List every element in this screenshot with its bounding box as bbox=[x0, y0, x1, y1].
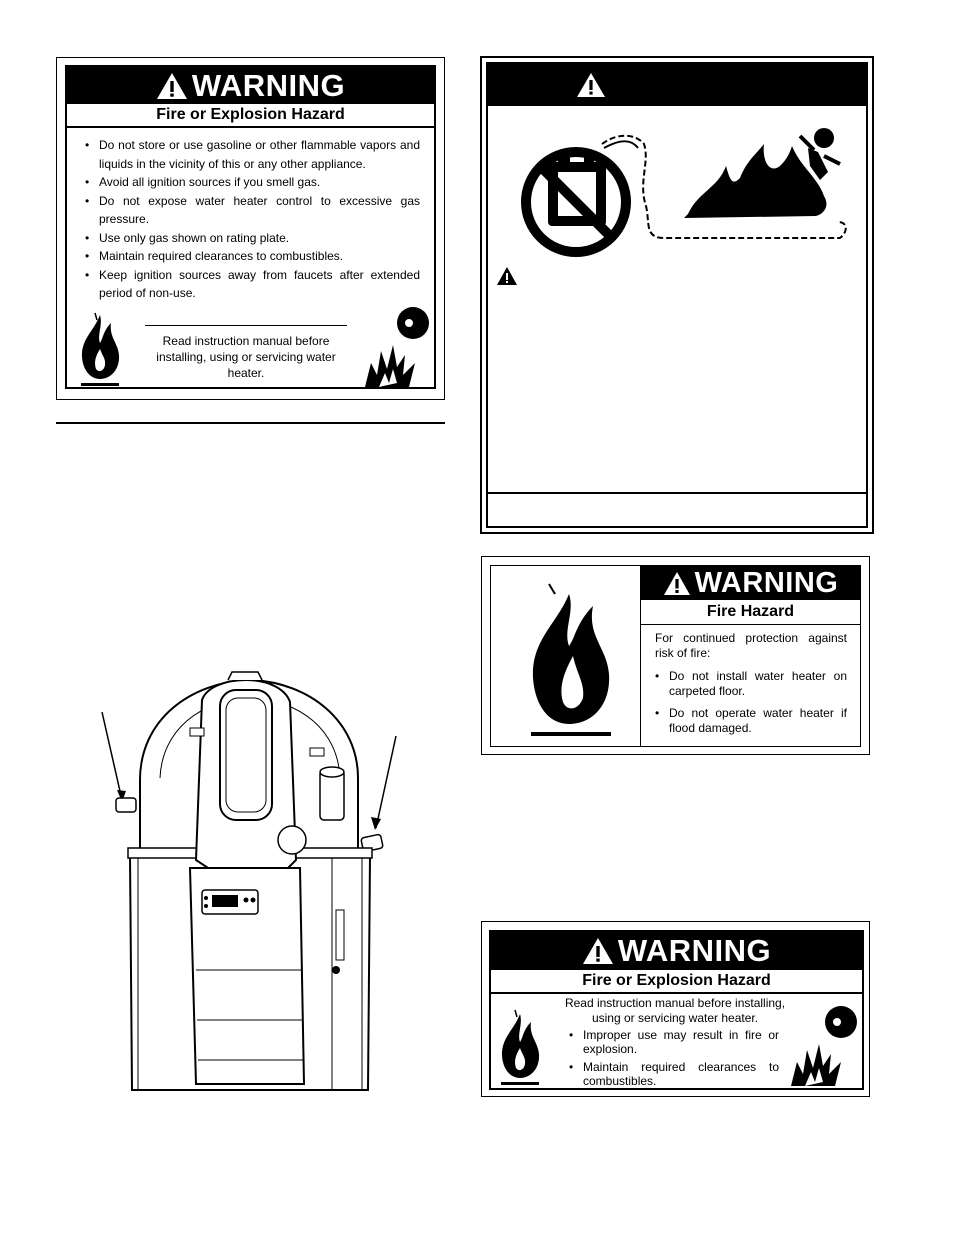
section-rule bbox=[56, 422, 445, 424]
hazard-subtitle: Fire or Explosion Hazard bbox=[491, 970, 862, 994]
danger-header-bar bbox=[488, 64, 866, 106]
explosion-person-icon bbox=[791, 1006, 857, 1086]
flame-icon bbox=[531, 583, 611, 736]
bullet-item: Do not install water heater on carpeted … bbox=[655, 669, 847, 699]
bullet-item: Do not store or use gasoline or other fl… bbox=[85, 136, 420, 173]
warning-title: WARNING bbox=[617, 933, 772, 968]
warning-triangle-icon bbox=[497, 267, 517, 285]
warning-label-fire-explosion: WARNING Fire or Explosion Hazard Do not … bbox=[56, 57, 445, 400]
bullet-item: Maintain required clearances to combusti… bbox=[569, 1060, 779, 1088]
warning-title: WARNING bbox=[694, 566, 839, 599]
flame-icon bbox=[81, 312, 120, 386]
vertical-divider bbox=[640, 566, 641, 746]
bullet-item: Use only gas shown on rating plate. bbox=[85, 229, 420, 248]
divider-rule bbox=[145, 325, 347, 326]
flame-icon bbox=[501, 1009, 540, 1085]
hazard-subtitle: Fire Hazard bbox=[641, 600, 860, 625]
warning-label-fire-explosion-2: WARNING Fire or Explosion Hazard Read in… bbox=[481, 921, 870, 1097]
manual-notice: Read instruction manual before installin… bbox=[564, 996, 786, 1025]
warning-header: WARNING bbox=[641, 566, 860, 600]
water-heater-illustration bbox=[101, 671, 397, 1091]
hazard-bullet-list: Do not store or use gasoline or other fl… bbox=[85, 136, 420, 303]
manual-notice: Read instruction manual before installin… bbox=[156, 334, 336, 380]
warning-triangle-icon bbox=[577, 73, 605, 97]
hazard-pictogram-panel bbox=[480, 56, 874, 534]
warning-triangle-icon bbox=[582, 938, 613, 964]
bullet-item: Maintain required clearances to combusti… bbox=[85, 247, 420, 266]
bullet-item: Avoid all ignition sources if you smell … bbox=[85, 173, 420, 192]
hazard-intro: For continued protection against risk of… bbox=[655, 631, 847, 660]
warning-triangle-icon bbox=[156, 72, 187, 99]
hazard-bullet-list: Do not install water heater on carpeted … bbox=[655, 669, 847, 736]
bullet-item: Do not operate water heater if flood dam… bbox=[655, 706, 847, 736]
warning-header: WARNING bbox=[491, 932, 862, 970]
warning-label-fire-hazard: WARNING Fire Hazard For continued protec… bbox=[481, 556, 870, 755]
warning-header: WARNING bbox=[67, 67, 434, 104]
explosion-person-icon bbox=[365, 307, 429, 387]
bullet-item: Do not expose water heater control to ex… bbox=[85, 192, 420, 229]
warning-triangle-icon bbox=[663, 571, 690, 595]
hazard-bullet-list: Improper use may result in fire or explo… bbox=[569, 1028, 779, 1088]
warning-title: WARNING bbox=[191, 67, 346, 103]
panel-footer-divider bbox=[488, 492, 866, 494]
bullet-item: Improper use may result in fire or explo… bbox=[569, 1028, 779, 1056]
no-gasoline-fire-pictogram bbox=[521, 128, 847, 257]
hazard-subtitle: Fire or Explosion Hazard bbox=[67, 104, 434, 128]
bullet-item: Keep ignition sources away from faucets … bbox=[85, 266, 420, 303]
